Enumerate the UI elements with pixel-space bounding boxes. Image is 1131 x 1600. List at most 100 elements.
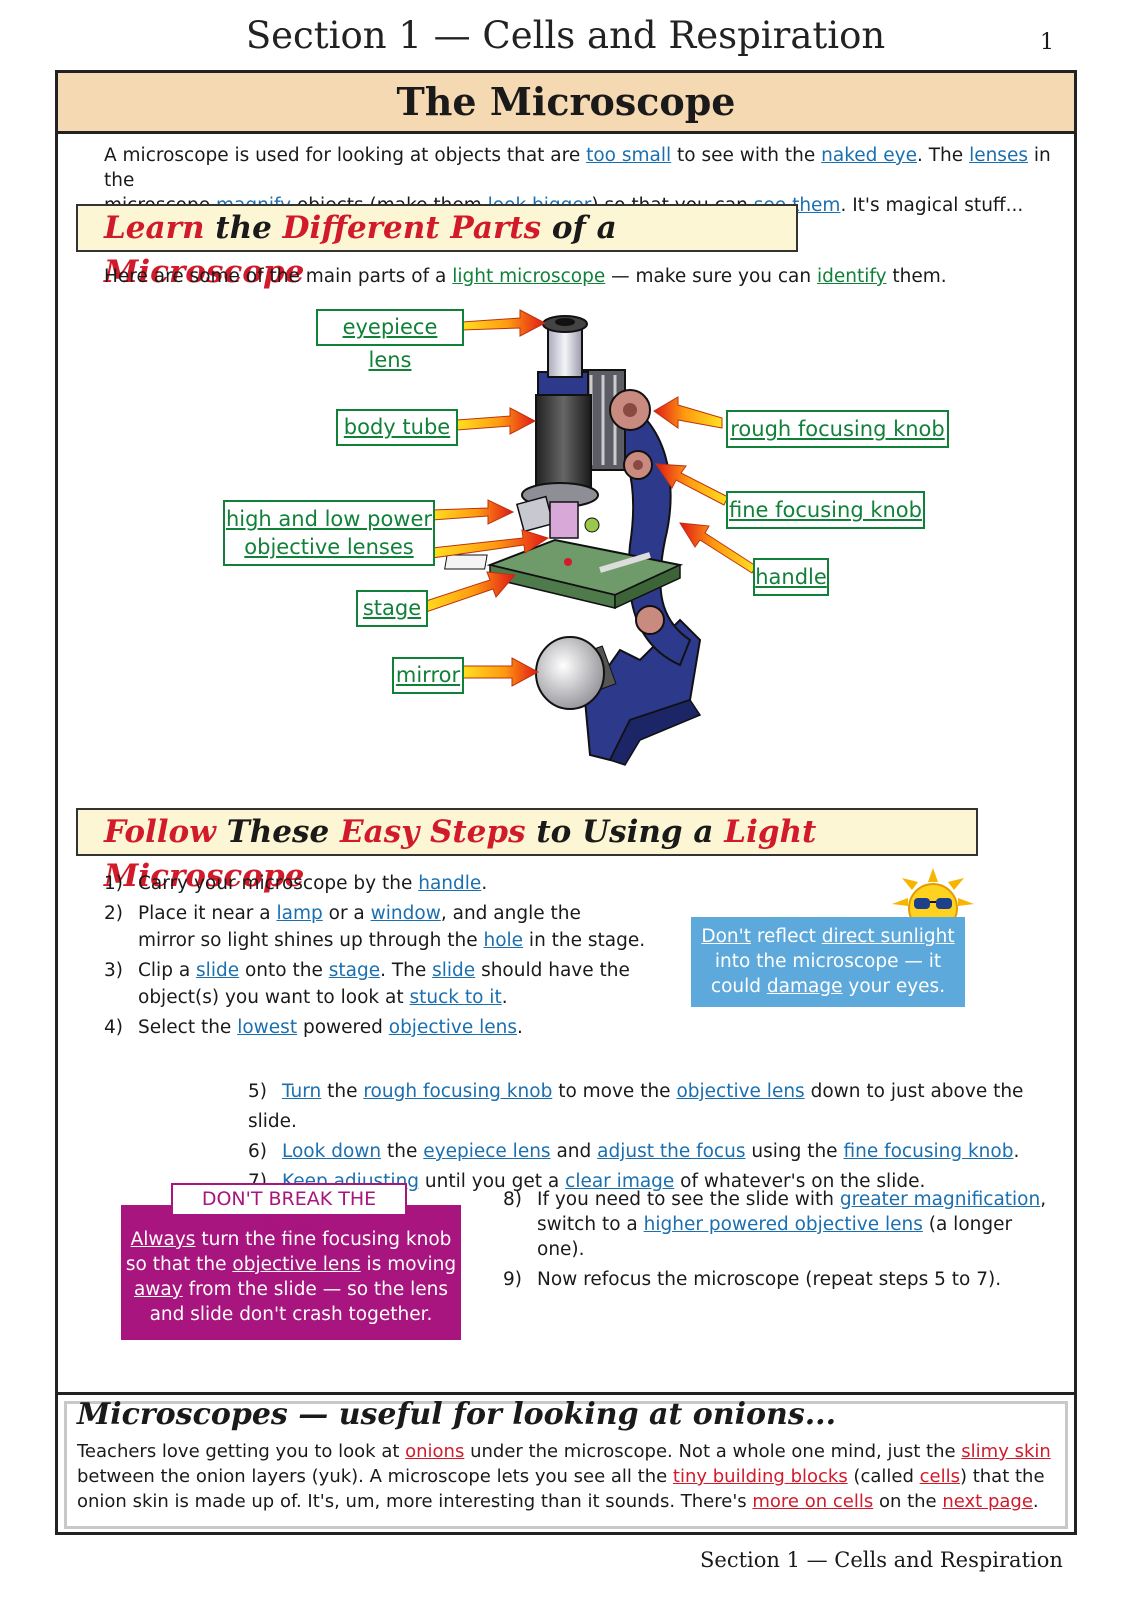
link-adjust-the-focus[interactable]: adjust the focus (597, 1141, 746, 1162)
steps-list-3: 8)If you need to see the slide with grea… (503, 1187, 1063, 1292)
label-objective-line1: high and low power (225, 507, 433, 531)
heading-word: the (204, 210, 283, 246)
step-2-cont: mirror so light shines up through the ho… (104, 927, 664, 954)
step-number: 1) (104, 873, 123, 894)
text: . (1013, 1141, 1020, 1162)
step-number: 3) (104, 960, 123, 981)
link-slimy-skin[interactable]: slimy skin (961, 1441, 1051, 1462)
link-tiny-building-blocks[interactable]: tiny building blocks (672, 1466, 848, 1487)
objective-lenses (515, 482, 600, 539)
text: using the (745, 1141, 844, 1162)
link-direct-sunlight[interactable]: direct sunlight (821, 926, 955, 947)
heading-word: Learn (104, 210, 205, 246)
heading-word: Easy Steps (340, 814, 526, 850)
heading-word: Light Microscope (104, 814, 817, 894)
text: Clip a (138, 960, 197, 981)
text: (called (847, 1466, 920, 1487)
text: (a longer one). (537, 1214, 1013, 1260)
link-window[interactable]: window (370, 903, 441, 924)
link-stuck-to-it[interactable]: stuck to it (409, 987, 502, 1008)
heading-word: Microscope (104, 254, 305, 290)
link-lamp[interactable]: lamp (276, 903, 323, 924)
link-stage[interactable]: stage (328, 960, 381, 981)
text: . (1032, 1491, 1039, 1512)
link-always[interactable]: Always (130, 1229, 196, 1250)
step-number: 9) (503, 1269, 522, 1290)
label-objective-lenses: high and low power objective lenses (223, 500, 435, 566)
footer-section-title: Section 1 — Cells and Respiration (700, 1548, 1063, 1572)
link-slide-2[interactable]: slide (432, 960, 476, 981)
summary-box (58, 1392, 1074, 1535)
link-naked-eye[interactable]: naked eye (821, 145, 917, 166)
link-lenses[interactable]: lenses (969, 145, 1028, 166)
link-rough-focusing-knob[interactable]: rough focusing knob (363, 1081, 553, 1102)
text: of whatever's on the slide. (674, 1171, 926, 1192)
link-turn[interactable]: Turn (282, 1081, 322, 1102)
link-handle[interactable]: handle (418, 873, 482, 894)
link-objective-lens-2[interactable]: objective lens (676, 1081, 805, 1102)
text: — make sure you can (605, 266, 817, 287)
microscope-stage (444, 538, 684, 610)
step-5: 5)Turn the rough focusing knob to move t… (248, 1077, 1068, 1137)
text: Now refocus the microscope (repeat steps… (537, 1269, 1002, 1290)
text: ) that the (959, 1466, 1045, 1487)
link-next-page[interactable]: next page (942, 1491, 1033, 1512)
link-slide[interactable]: slide (196, 960, 240, 981)
slide-warning: Always turn the fine focusing knob so th… (121, 1205, 461, 1340)
link-cells[interactable]: cells (919, 1466, 960, 1487)
text: under the microscope. Not a whole one mi… (464, 1441, 962, 1462)
link-clear-image[interactable]: clear image (565, 1171, 675, 1192)
link-onions[interactable]: onions (405, 1441, 465, 1462)
steps-list-1: 1)Carry your microscope by the handle. 2… (104, 870, 664, 1041)
step-1: 1) Carry your microscope by the handle. (104, 870, 664, 897)
body-tube (535, 315, 592, 491)
link-damage[interactable]: damage (766, 976, 843, 997)
link-more-on-cells[interactable]: more on cells (752, 1491, 874, 1512)
text: . (501, 987, 508, 1008)
section-heading-parts: Learn the Different Parts of a Microscop… (76, 204, 798, 290)
label-handle: handle (753, 558, 829, 596)
link-hole[interactable]: hole (483, 930, 524, 951)
link-objective-lens-3[interactable]: objective lens (232, 1254, 361, 1275)
text: Carry your microscope by the (138, 873, 419, 894)
link-dont[interactable]: Don't (701, 926, 751, 947)
link-look-down[interactable]: Look down (282, 1141, 382, 1162)
label-objective-line2: objective lenses (244, 535, 414, 559)
label-eyepiece-lens: eyepiece lens (316, 309, 464, 372)
link-eyepiece-lens[interactable]: eyepiece lens (423, 1141, 551, 1162)
link-too-small[interactable]: too small (586, 145, 672, 166)
link-lowest[interactable]: lowest (237, 1017, 298, 1038)
text: onion skin is made up of. It's, um, more… (77, 1491, 753, 1512)
text: . (481, 873, 488, 894)
link-greater-magnification[interactable]: greater magnification (839, 1189, 1041, 1210)
text: in the (104, 145, 1051, 191)
text: could (710, 976, 767, 997)
link-identify[interactable]: identify (817, 266, 887, 287)
step-number: 4) (104, 1017, 123, 1038)
text: onto the (239, 960, 329, 981)
label-stage: stage (356, 590, 428, 627)
page-frame (55, 70, 1077, 1535)
text: on the (873, 1491, 943, 1512)
link-away[interactable]: away (133, 1279, 183, 1300)
step-number: 5) (248, 1081, 267, 1102)
text: . The (917, 145, 970, 166)
text: , and angle the (440, 903, 581, 924)
text: until you get a (419, 1171, 566, 1192)
link-objective-lens[interactable]: objective lens (388, 1017, 517, 1038)
text: them. (886, 266, 947, 287)
label-body-tube: body tube (336, 409, 458, 446)
text: so that the (125, 1254, 233, 1275)
link-light-microscope[interactable]: light microscope (452, 266, 606, 287)
text: the (381, 1141, 424, 1162)
text: between the onion layers (yuk). A micros… (77, 1466, 673, 1487)
lower-knob (635, 605, 665, 635)
text: should have the (475, 960, 630, 981)
label-mirror: mirror (392, 657, 464, 694)
text: to see with the (671, 145, 822, 166)
text: to move the (552, 1081, 677, 1102)
link-higher-powered-objective-lens[interactable]: higher powered objective lens (643, 1214, 923, 1235)
text: in the stage. (523, 930, 646, 951)
link-fine-focusing-knob[interactable]: fine focusing knob (843, 1141, 1014, 1162)
heading-word: to Using a (525, 814, 725, 850)
